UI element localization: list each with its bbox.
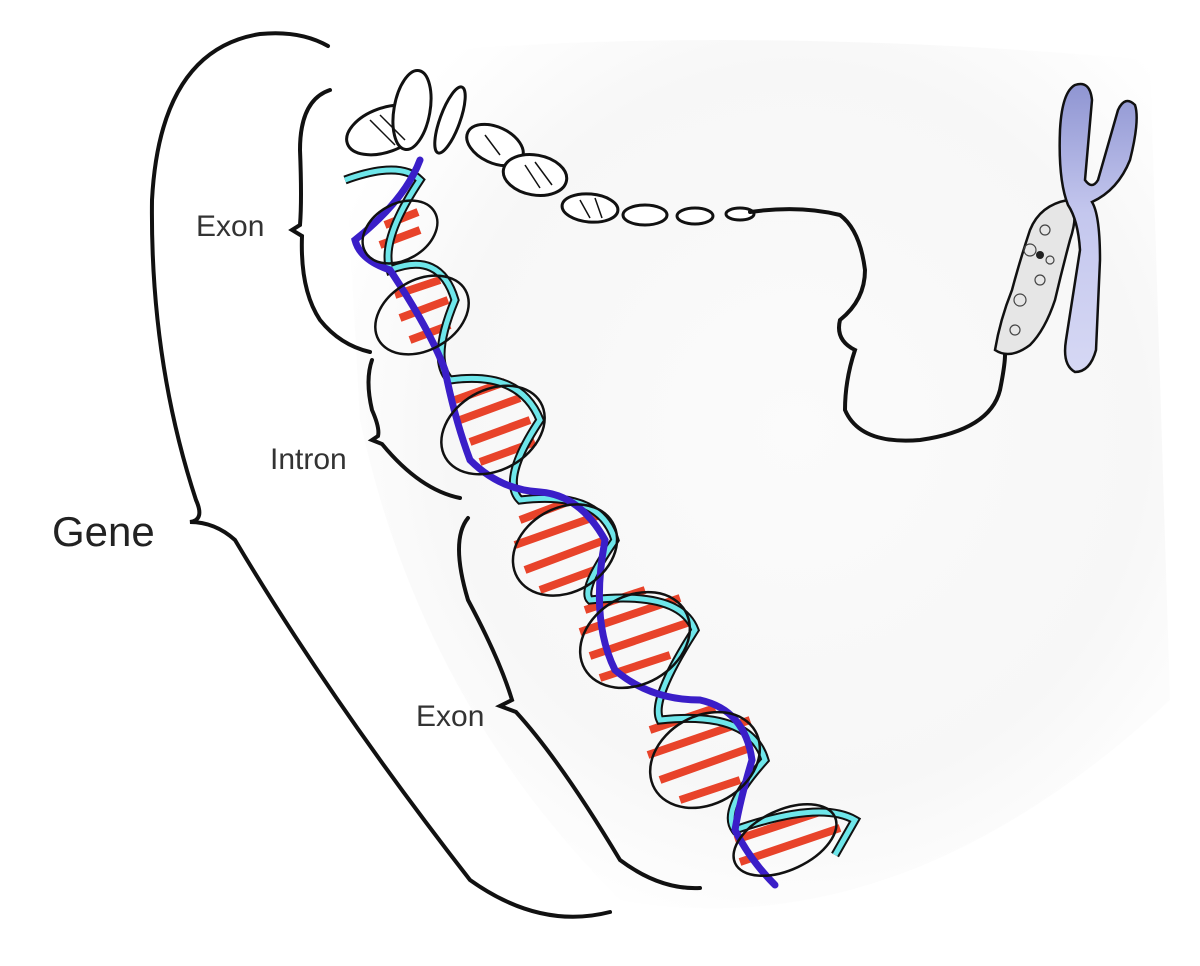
dna-thread [748,207,1007,443]
helix-outline [361,199,838,878]
exon-top-brace [288,88,372,354]
exon-bottom-label: Exon [416,700,485,733]
background-glow [340,40,1170,909]
dark-strand [351,156,779,889]
chromosome [1058,82,1138,374]
gene-label: Gene [52,508,155,555]
exon-top-label: Exon [196,210,265,243]
coiled-dna [345,68,756,227]
exon-bottom-brace [457,516,702,891]
gene-brace [149,31,612,919]
intron-label: Intron [270,443,347,476]
intron-brace [366,358,462,500]
coil-hatching [369,114,603,219]
